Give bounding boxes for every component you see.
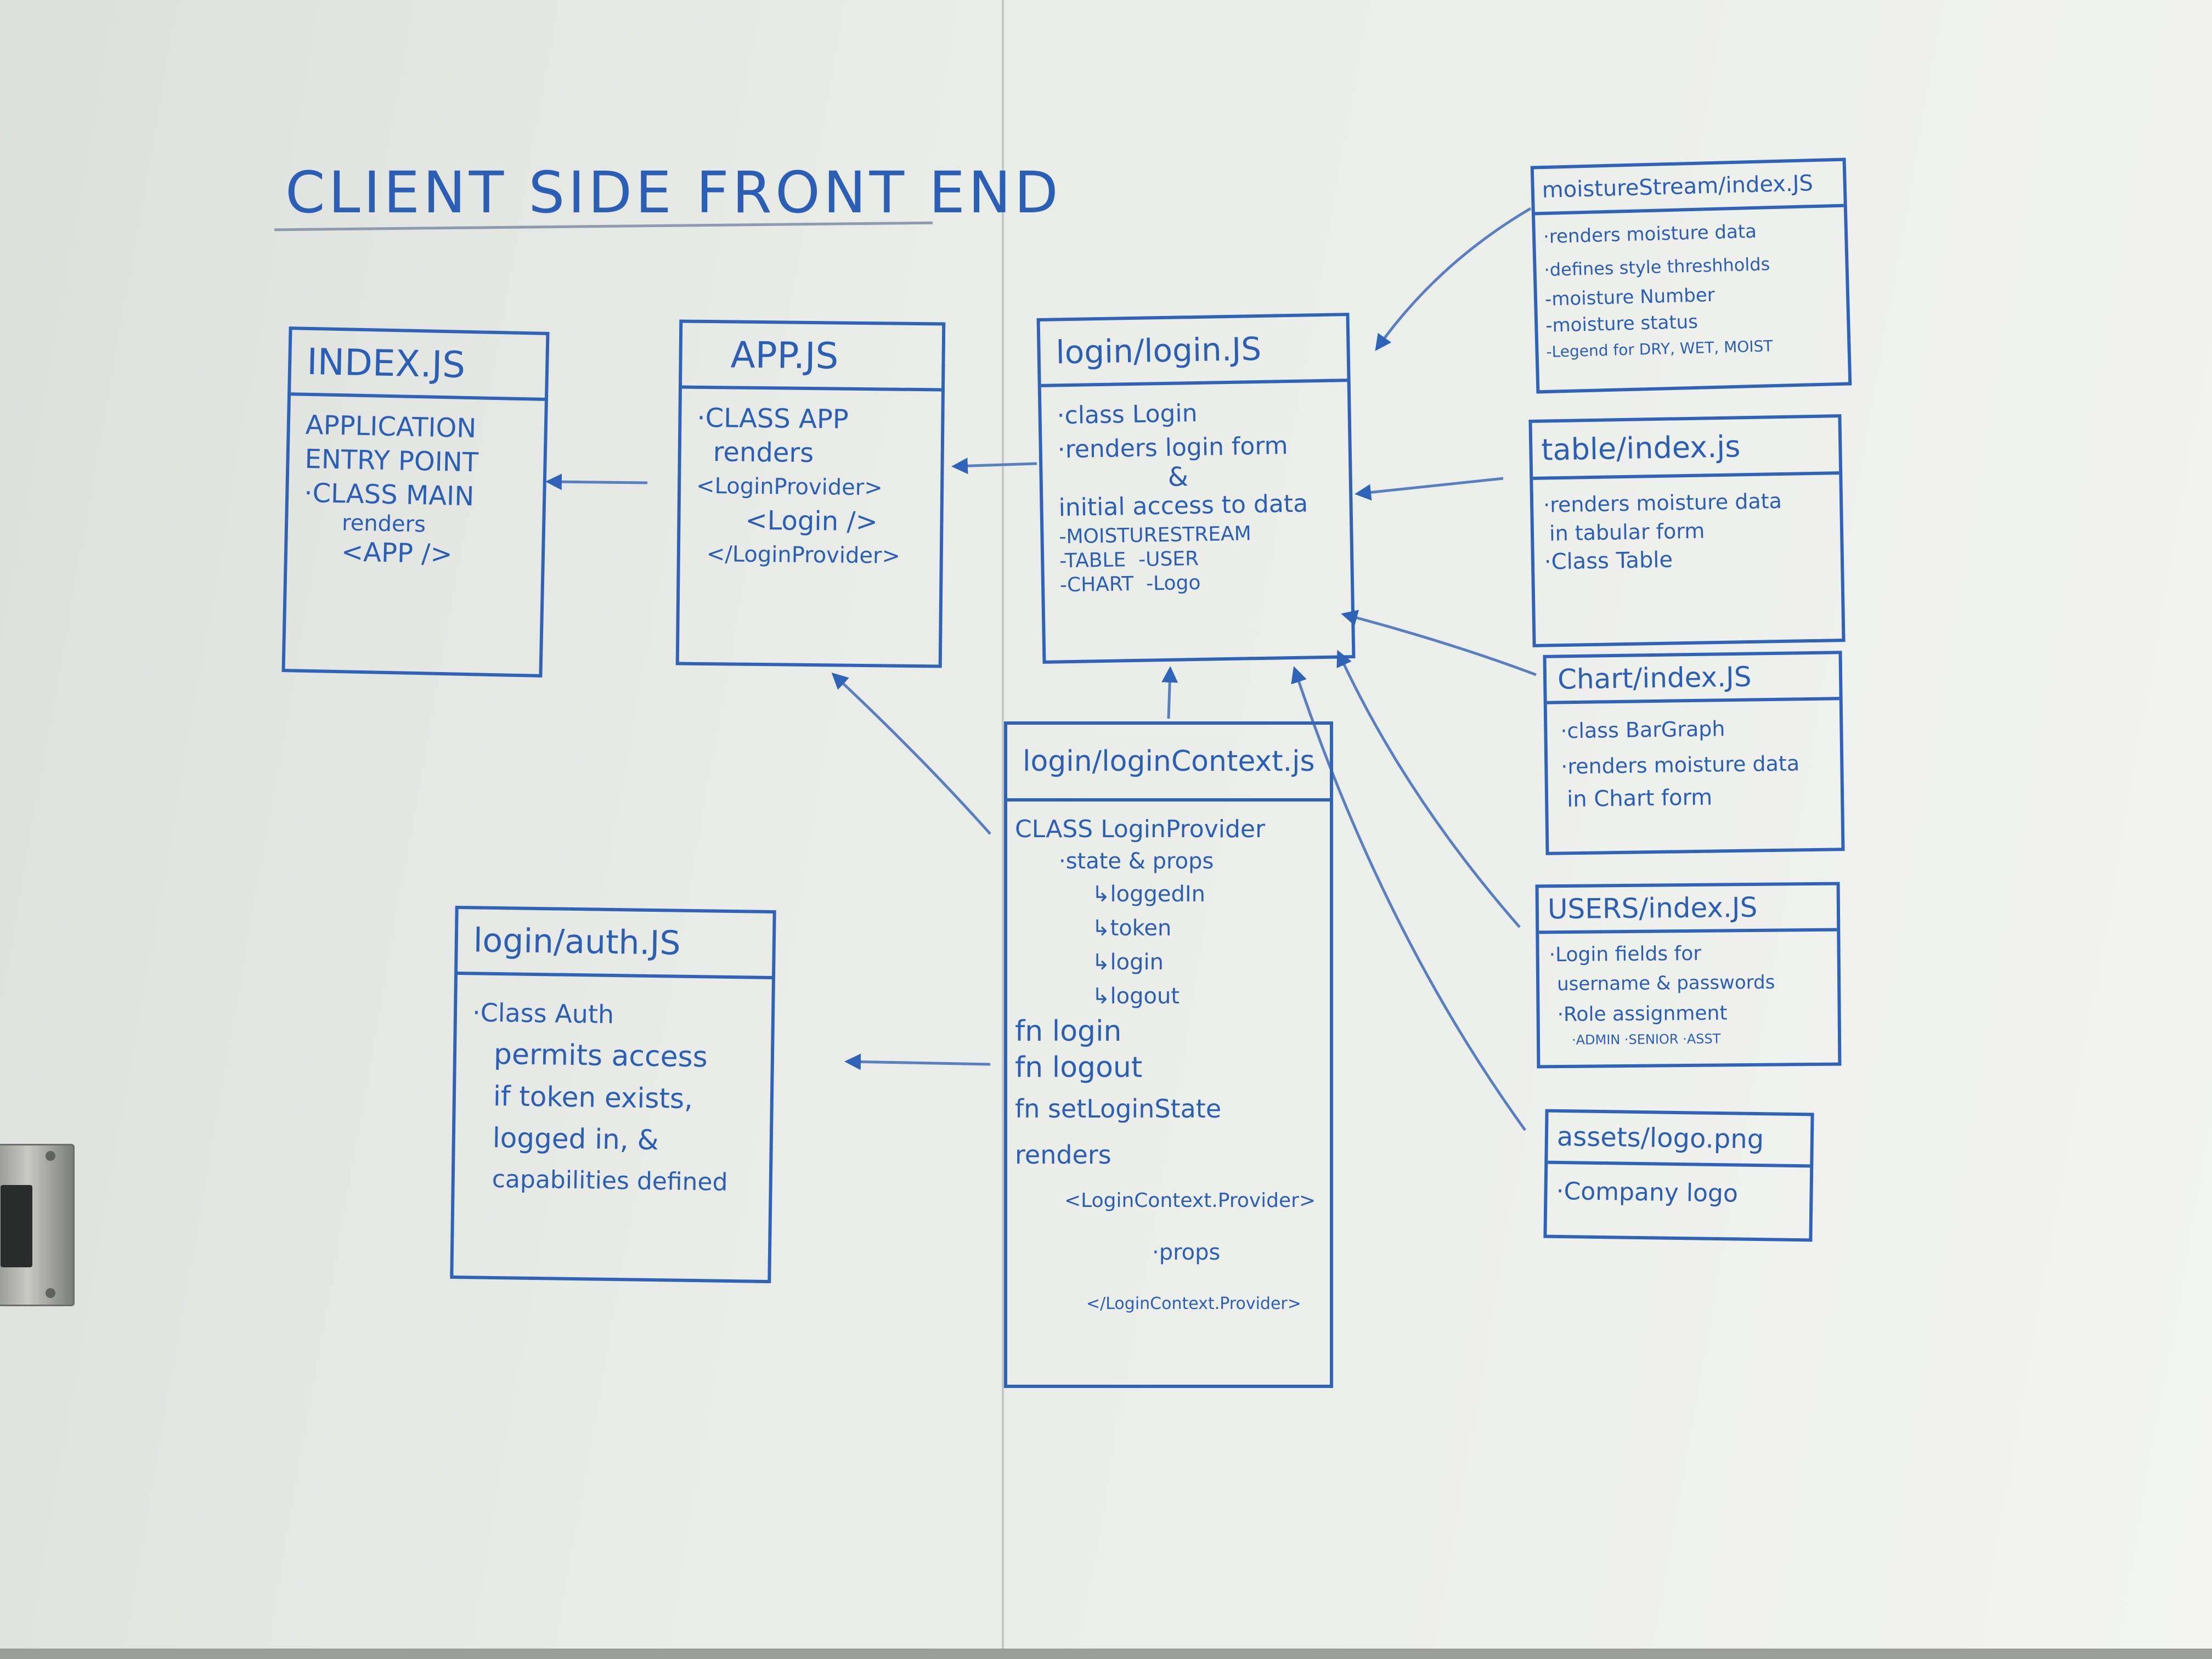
- auth-js-line: if token exists,: [493, 1080, 693, 1115]
- table-js-line: ·Class Table: [1544, 547, 1673, 575]
- users-js-line: ·ADMIN ·SENIOR ·ASST: [1571, 1031, 1721, 1048]
- index-js-line: ·CLASS MAIN: [303, 477, 475, 512]
- app-js-line: </LoginProvider>: [706, 541, 901, 569]
- auth-js-header: login/auth.JS: [458, 909, 773, 980]
- chart-js-line: in Chart form: [1566, 785, 1713, 812]
- app-js-line: renders: [713, 437, 814, 469]
- auth-js-line: capabilities defined: [492, 1165, 728, 1197]
- table-js-box: table/index.js ·renders moisture data in…: [1528, 414, 1846, 647]
- auth-js-box: login/auth.JS ·Class Auth permits access…: [450, 905, 776, 1284]
- login-js-header: login/login.JS: [1040, 316, 1347, 387]
- arrow-assets-to-login: [1291, 666, 1527, 1131]
- index-js-header: INDEX.JS: [291, 330, 546, 401]
- chart-js-line: ·renders moisture data: [1561, 751, 1800, 779]
- login-js-line: -CHART -Logo: [1059, 571, 1201, 597]
- login-context-js-line: <LoginContext.Provider>: [1064, 1189, 1316, 1212]
- login-context-js-box: login/loginContext.js CLASS LoginProvide…: [1004, 721, 1333, 1388]
- users-js-title: USERS/index.JS: [1547, 891, 1758, 926]
- users-js-line: ·Login fields for: [1549, 942, 1702, 967]
- login-js-box: login/login.JS ·class Login ·renders log…: [1036, 313, 1356, 664]
- app-js-line: ·CLASS APP: [697, 402, 849, 435]
- index-js-title: INDEX.JS: [306, 340, 466, 386]
- login-context-js-line: fn login: [1015, 1015, 1122, 1048]
- table-js-line: in tabular form: [1549, 518, 1705, 546]
- screw-icon: [46, 1288, 55, 1298]
- auth-js-line: permits access: [493, 1037, 708, 1074]
- login-context-js-line: </LoginContext.Provider>: [1086, 1294, 1301, 1313]
- arrow-app-to-index: [545, 473, 648, 490]
- arrow-context-to-auth: [844, 1053, 991, 1070]
- chart-js-title: Chart/index.JS: [1557, 661, 1752, 696]
- diagram-title: CLIENT SIDE FRONT END: [285, 159, 1062, 226]
- login-context-js-line: ↳logout: [1092, 984, 1180, 1009]
- chart-js-header: Chart/index.JS: [1546, 654, 1839, 704]
- index-js-line: <APP />: [341, 537, 453, 570]
- app-js-box: APP.JS ·CLASS APP renders <LoginProvider…: [675, 319, 946, 668]
- auth-js-line: ·Class Auth: [472, 997, 614, 1030]
- login-js-line: ·renders login form: [1057, 432, 1288, 464]
- table-js-header: table/index.js: [1532, 417, 1839, 480]
- login-context-js-line: fn setLoginState: [1015, 1094, 1222, 1124]
- moisture-stream-js-box: moistureStream/index.JS ·renders moistur…: [1530, 157, 1852, 394]
- app-js-header: APP.JS: [681, 323, 943, 392]
- chart-js-line: ·class BarGraph: [1560, 716, 1725, 743]
- users-js-header: USERS/index.JS: [1538, 885, 1837, 934]
- whiteboard-seam: [1002, 0, 1004, 1659]
- login-context-js-line: ↳login: [1092, 950, 1164, 975]
- login-context-js-title: login/loginContext.js: [1023, 745, 1315, 778]
- auth-js-title: login/auth.JS: [473, 921, 681, 963]
- login-context-js-header: login/loginContext.js: [1007, 725, 1330, 802]
- users-js-box: USERS/index.JS ·Login fields for usernam…: [1535, 882, 1842, 1069]
- assets-logo-box: assets/logo.png ·Company logo: [1543, 1109, 1814, 1242]
- assets-logo-header: assets/logo.png: [1548, 1112, 1811, 1168]
- login-context-js-line: ·props: [1152, 1240, 1221, 1265]
- auth-js-line: logged in, &: [492, 1121, 659, 1156]
- login-js-title: login/login.JS: [1056, 330, 1262, 371]
- users-js-line: username & passwords: [1556, 971, 1775, 996]
- chart-js-box: Chart/index.JS ·class BarGraph ·renders …: [1543, 651, 1845, 855]
- board-bottom-edge: [0, 1649, 2212, 1659]
- login-js-line: ·class Login: [1057, 399, 1198, 430]
- login-context-js-line: ↳loggedIn: [1092, 882, 1206, 907]
- login-context-js-line: ↳token: [1092, 916, 1172, 941]
- index-js-box: INDEX.JS APPLICATION ENTRY POINT ·CLASS …: [281, 326, 550, 678]
- index-js-line: ENTRY POINT: [304, 443, 479, 478]
- table-js-title: table/index.js: [1541, 428, 1741, 467]
- moisture-stream-js-header: moistureStream/index.JS: [1533, 161, 1844, 216]
- app-js-line: <LoginProvider>: [696, 473, 883, 501]
- app-js-title: APP.JS: [730, 333, 839, 377]
- arrow-context-to-app: [831, 672, 991, 835]
- login-js-line: initial access to data: [1058, 489, 1308, 522]
- login-context-js-line: CLASS LoginProvider: [1015, 815, 1266, 843]
- assets-logo-title: assets/logo.png: [1556, 1121, 1764, 1155]
- screw-icon: [46, 1151, 55, 1161]
- login-context-js-line: renders: [1015, 1140, 1111, 1170]
- login-context-js-line: fn logout: [1015, 1051, 1143, 1084]
- arrow-context-to-login: [1161, 666, 1178, 719]
- arrow-login-to-app: [951, 458, 1037, 475]
- wall-switch-plate: [0, 1144, 75, 1306]
- app-js-line: <Login />: [745, 505, 878, 538]
- moisture-stream-js-title: moistureStream/index.JS: [1542, 171, 1814, 204]
- arrow-chart-to-login: [1341, 610, 1537, 676]
- arrow-table-to-login: [1355, 477, 1504, 501]
- arrow-users-to-login: [1336, 650, 1521, 928]
- index-js-line: APPLICATION: [305, 409, 477, 444]
- table-js-line: ·renders moisture data: [1543, 488, 1782, 517]
- assets-logo-line: ·Company logo: [1556, 1177, 1739, 1208]
- arrow-moisture-to-login: [1375, 207, 1532, 351]
- login-context-js-line: ·state & props: [1059, 849, 1214, 874]
- users-js-line: ·Role assignment: [1557, 1002, 1728, 1026]
